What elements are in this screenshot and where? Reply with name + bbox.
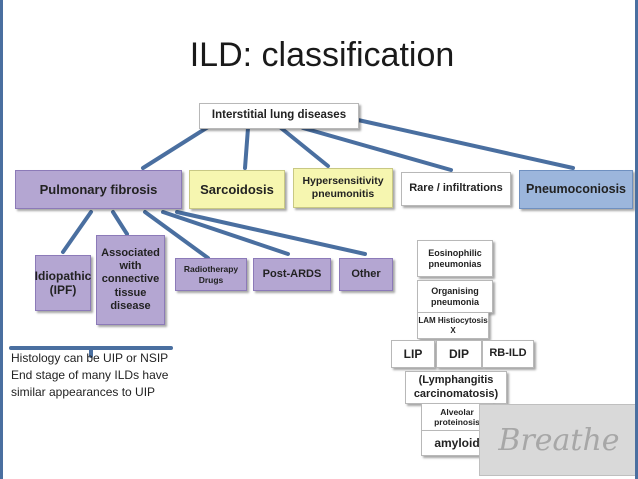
breathe-watermark-logo: Breathe	[479, 404, 635, 476]
box-other: Other	[339, 258, 393, 291]
box-label: Post-ARDS	[262, 267, 322, 280]
box-label: Pulmonary fibrosis	[39, 181, 158, 197]
box-label: amyloid	[434, 435, 480, 450]
box-pulmonary-fibrosis: Pulmonary fibrosis	[15, 170, 182, 209]
connector-fibrosis-radiotherapy	[143, 210, 210, 260]
box-label: Eosinophilic pneumonias	[428, 247, 482, 269]
connector-fibrosis-other	[175, 210, 367, 256]
box-interstitial-lung-diseases: Interstitial lung diseases	[199, 103, 359, 129]
box-hypersensitivity-pneumonitis: Hypersensitivity pneumonitis	[293, 168, 393, 208]
box-idiopathic-ipf: Idiopathic (IPF)	[35, 255, 91, 311]
box-radiotherapy-drugs: Radiotherapy Drugs	[175, 258, 247, 291]
box-label: Pneumoconiosis	[525, 182, 627, 196]
connector-root-fibrosis	[141, 125, 210, 170]
connector-root-rare	[301, 126, 453, 172]
box-eosinophilic-pneumonias: Eosinophilic pneumonias	[417, 240, 493, 277]
box-label: Idiopathic (IPF)	[34, 268, 92, 297]
connector-fibrosis-idiopathic	[61, 210, 93, 254]
box-label: Rare / infiltrations	[409, 182, 503, 195]
note-line: similar appearances to UIP	[11, 385, 156, 399]
box-rb-ild: RB-ILD	[482, 340, 534, 368]
box-sarcoidosis: Sarcoidosis	[189, 170, 285, 209]
box-rare-infiltrations: Rare / infiltrations	[401, 172, 511, 206]
box-lam-histiocytosis: LAM Histiocytosis X	[417, 312, 489, 339]
connector-fibrosis-postards	[161, 210, 290, 256]
box-label: Interstitial lung diseases	[211, 109, 347, 122]
note-line: End stage of many ILDs have	[11, 368, 169, 382]
box-label: Other	[351, 267, 381, 280]
histology-note: Histology can be UIP or NSIP End stage o…	[11, 350, 231, 401]
box-associated-ctd: Associated with connective tissue diseas…	[96, 235, 165, 325]
note-line: Histology can be UIP or NSIP	[11, 351, 169, 365]
box-pneumoconiosis: Pneumoconiosis	[519, 170, 633, 209]
connector-fibrosis-associated	[111, 210, 129, 236]
box-label: Hypersensitivity pneumonitis	[302, 175, 384, 200]
box-organising-pneumonia: Organising pneumonia	[417, 280, 493, 313]
connector-root-pneumoconiosis	[356, 118, 575, 170]
box-label: DIP	[448, 346, 469, 361]
box-label: Alveolar proteinosis	[434, 406, 480, 427]
connector-root-sarcoidosis	[243, 126, 250, 170]
slide-title: ILD: classification	[189, 36, 455, 74]
box-label: Organising pneumonia	[430, 285, 479, 307]
box-label: Associated with connective tissue diseas…	[101, 247, 160, 312]
box-label: RB-ILD	[489, 347, 527, 360]
box-label: LAM Histiocytosis X	[418, 315, 488, 335]
connector-root-hypersensitivity	[279, 126, 330, 168]
box-lip: LIP	[391, 340, 435, 368]
box-label: LIP	[403, 346, 423, 361]
box-dip: DIP	[436, 340, 482, 368]
box-post-ards: Post-ARDS	[253, 258, 331, 291]
box-label: Radiotherapy Drugs	[183, 264, 239, 285]
box-label: (Lymphangitis carcinomatosis)	[413, 374, 499, 400]
connector-lines	[9, 118, 575, 358]
box-label: Sarcoidosis	[200, 181, 274, 197]
watermark-text: Breathe	[498, 422, 620, 458]
box-lymphangitis: (Lymphangitis carcinomatosis)	[405, 371, 507, 404]
